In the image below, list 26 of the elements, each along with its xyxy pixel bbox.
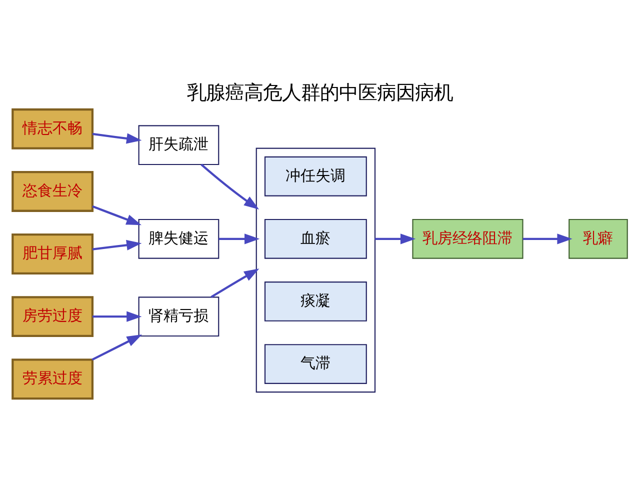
arrow — [92, 132, 142, 144]
arrow — [522, 234, 572, 244]
arrow — [92, 240, 142, 250]
node-box: 痰凝 — [264, 282, 367, 322]
node-box: 冲任失调 — [264, 156, 367, 196]
node-box: 乳癖 — [568, 218, 628, 259]
node-box: 房劳过度 — [12, 296, 94, 338]
node-box: 恣食生冷 — [12, 170, 94, 212]
node-box: 情志不畅 — [12, 108, 94, 150]
node-box: 肥甘厚腻 — [12, 234, 94, 274]
arrow — [92, 311, 142, 322]
cluster — [256, 148, 376, 393]
node-box: 肝失疏泄 — [138, 125, 220, 166]
arrow — [375, 234, 416, 244]
arrow — [218, 234, 260, 244]
node-box: 劳累过度 — [12, 358, 94, 400]
node-box: 气滞 — [264, 344, 367, 384]
node-box: 肾精亏损 — [138, 296, 220, 337]
node-box: 脾失健运 — [138, 218, 220, 259]
arrow — [92, 334, 142, 361]
diagram-title: 乳腺癌高危人群的中医病因病机 — [187, 81, 453, 104]
arrow — [200, 164, 260, 210]
arrow — [210, 268, 260, 298]
arrow — [92, 205, 142, 226]
node-box: 乳房经络阻滞 — [412, 218, 524, 259]
node-box: 血瘀 — [264, 218, 367, 259]
